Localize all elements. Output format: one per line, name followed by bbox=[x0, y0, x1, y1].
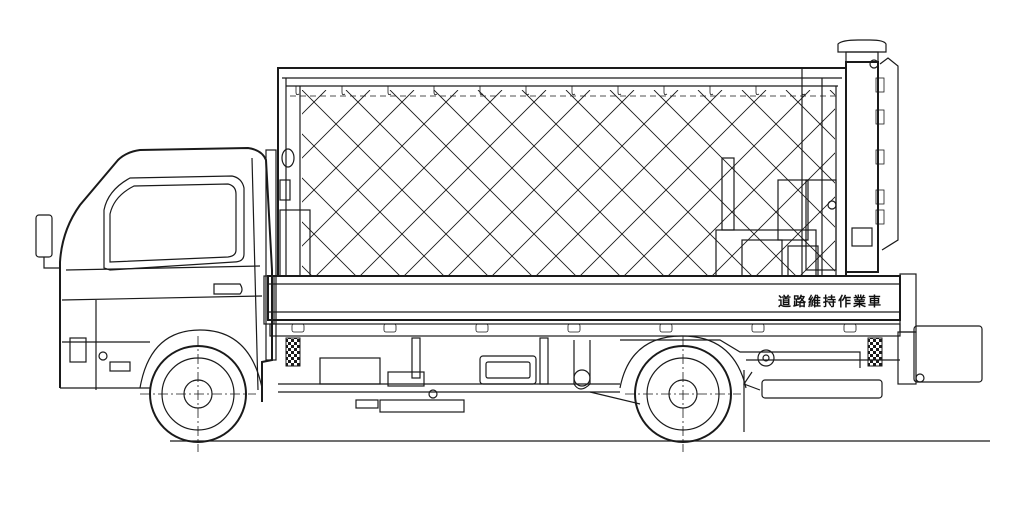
headlight bbox=[69, 337, 87, 363]
beacon-light bbox=[837, 39, 887, 53]
rear-equipment-column bbox=[837, 39, 899, 273]
side-marker bbox=[109, 361, 131, 372]
reflector-front bbox=[285, 337, 301, 367]
reflector-rear bbox=[867, 337, 883, 367]
rear-lamp-box bbox=[913, 325, 983, 383]
rear-wheel bbox=[619, 335, 747, 452]
side-panel-text: 道路維持作業車 bbox=[778, 294, 883, 310]
cab bbox=[35, 146, 295, 402]
front-wheel bbox=[139, 329, 263, 452]
door-handle bbox=[213, 283, 243, 295]
fuel-tank bbox=[479, 355, 537, 385]
side-panel: 道路維持作業車 bbox=[263, 273, 917, 333]
rear-step bbox=[761, 379, 883, 399]
chassis bbox=[269, 323, 983, 432]
side-mirror bbox=[35, 214, 53, 258]
